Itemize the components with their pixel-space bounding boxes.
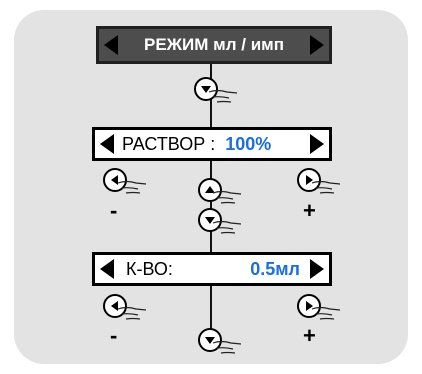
right-arrow-icon (309, 35, 324, 55)
pointing-hand-icon (212, 220, 242, 234)
pointing-hand-icon (117, 306, 147, 320)
quantity-down-button[interactable] (197, 327, 243, 357)
right-arrow-icon (310, 134, 324, 154)
solution-value: 100% (225, 133, 272, 154)
mode-header-display: РЕЖИМ мл / имп (96, 26, 332, 64)
down-arrow-icon (205, 217, 215, 224)
left-arrow-icon (111, 175, 118, 185)
quantity-label: К-ВО: (126, 258, 173, 279)
quantity-right-button[interactable] (296, 293, 342, 323)
pointing-hand-icon (117, 180, 147, 194)
left-arrow-icon (100, 134, 114, 154)
solution-label: РАСТВОР : (122, 133, 216, 154)
pointing-hand-icon (208, 89, 238, 103)
quantity-value: 0.5мл (250, 258, 300, 279)
connector-line-2 (210, 160, 212, 255)
quantity-left-button[interactable] (102, 293, 148, 323)
up-arrow-icon (205, 186, 215, 193)
left-arrow-icon (111, 301, 118, 311)
quantity-display: К-ВО: 0.5мл (92, 252, 332, 286)
decrease-sign: - (110, 323, 118, 348)
increase-sign: + (303, 323, 316, 348)
right-arrow-icon (306, 301, 313, 311)
left-arrow-icon (104, 35, 118, 55)
down-arrow-icon (205, 337, 215, 344)
right-arrow-icon (306, 175, 313, 185)
pointing-hand-icon (212, 340, 242, 354)
solution-left-button[interactable] (102, 167, 148, 197)
right-arrow-icon (310, 259, 324, 279)
solution-down-button[interactable] (197, 207, 243, 237)
increase-sign: + (303, 198, 316, 223)
solution-up-button[interactable] (197, 177, 243, 207)
solution-display: РАСТВОР : 100% (92, 127, 332, 161)
mode-header-text: РЕЖИМ мл / имп (144, 35, 284, 54)
down-button[interactable] (193, 76, 239, 106)
solution-right-button[interactable] (296, 167, 342, 197)
pointing-hand-icon (212, 190, 242, 204)
connector-line-3 (210, 284, 212, 344)
pointing-hand-icon (311, 180, 341, 194)
left-arrow-icon (100, 259, 114, 279)
pointing-hand-icon (311, 306, 341, 320)
down-arrow-icon (201, 86, 211, 93)
decrease-sign: - (110, 198, 118, 223)
